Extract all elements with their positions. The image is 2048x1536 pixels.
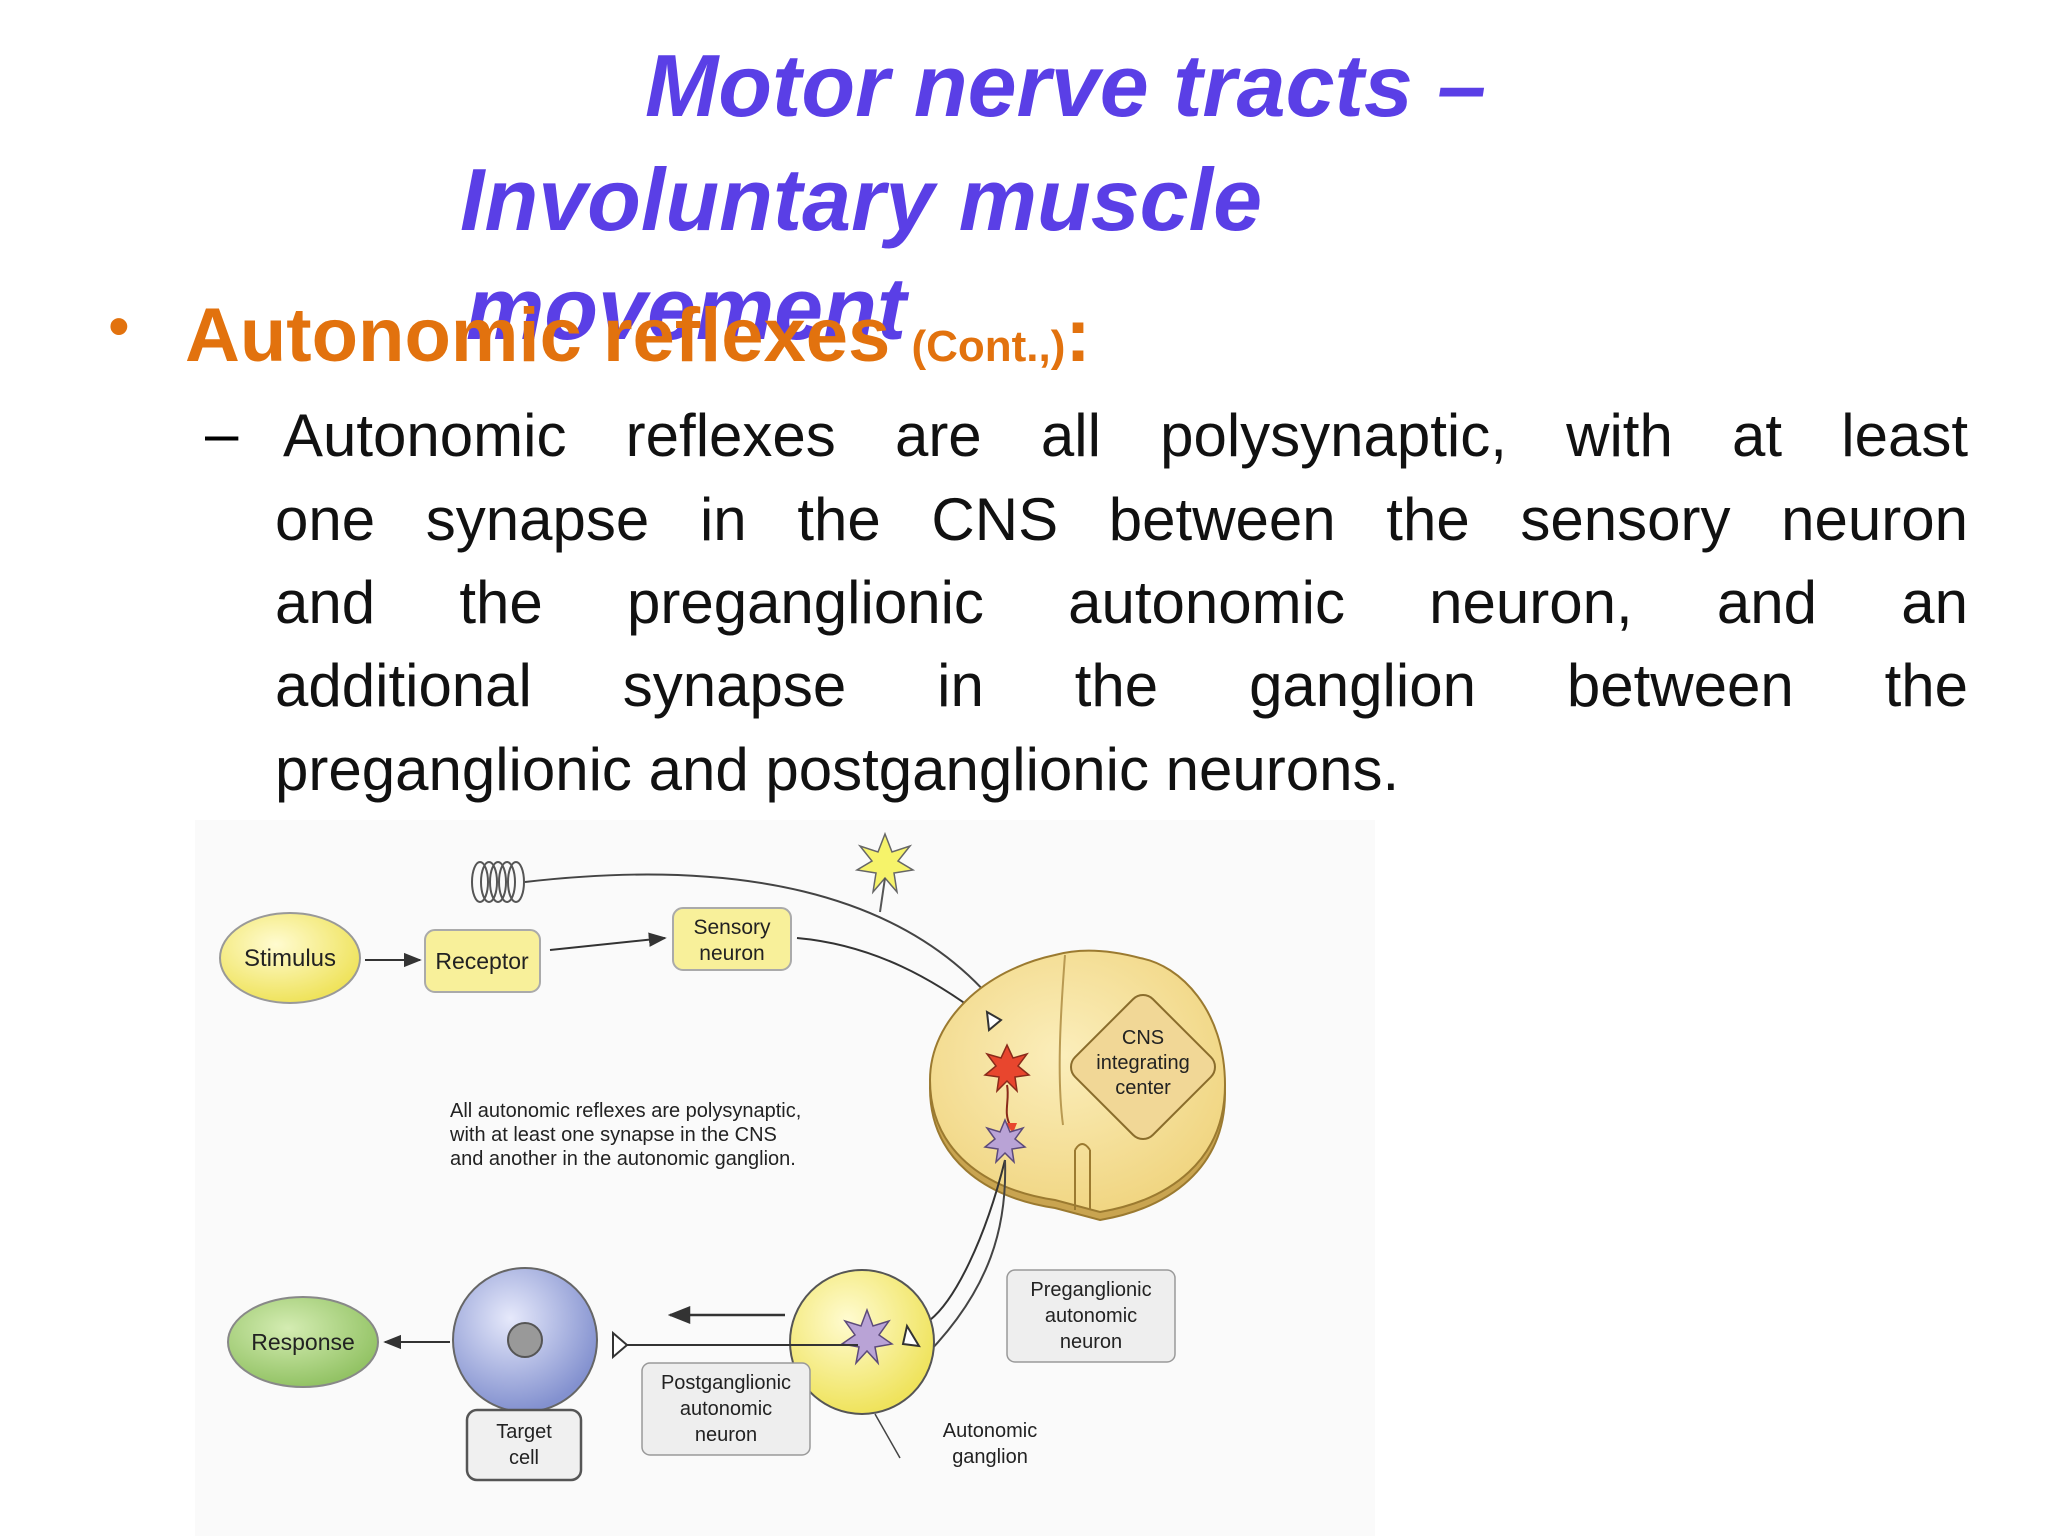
diagram-note: All autonomic reflexes are polysynaptic,…	[449, 1100, 801, 1170]
stimulus-starburst-icon	[854, 831, 916, 913]
heading-text: Autonomic reflexes	[185, 293, 891, 378]
stimulus-label: Stimulus	[244, 945, 336, 972]
cns-label-3: center	[1115, 1077, 1171, 1099]
paragraph-line-3: and the preganglionic autonomic neuron, …	[275, 569, 1968, 636]
note-line-1: All autonomic reflexes are polysynaptic,	[450, 1100, 801, 1122]
receptor-node: Receptor	[424, 929, 541, 993]
bullet-heading: Autonomic reflexes (Cont.,):	[185, 298, 1091, 374]
postganglionic-label-2: autonomic	[680, 1398, 772, 1420]
target-cell-label-2: cell	[509, 1447, 539, 1469]
receptor-label: Receptor	[435, 948, 529, 974]
preganglionic-label-2: autonomic	[1045, 1305, 1137, 1327]
bullet-symbol: •	[108, 292, 130, 361]
postganglionic-label-3: neuron	[695, 1424, 757, 1446]
sensory-neuron-label-2: neuron	[699, 942, 764, 965]
target-cell-label-box: Target cell	[465, 1408, 583, 1482]
reflex-diagram: Stimulus Receptor Sensory neuron CNS int…	[195, 820, 1375, 1536]
title-line-3: movement	[466, 259, 907, 358]
response-node: Response	[227, 1296, 379, 1388]
note-line-2: with at least one synapse in the CNS	[449, 1124, 777, 1146]
heading-note: (Cont.,)	[911, 322, 1066, 371]
title-line-2: Involuntary muscle	[460, 150, 1263, 249]
paragraph-line-1: Autonomic reflexes are all polysynaptic,…	[283, 402, 1968, 469]
autonomic-ganglion-label: Autonomic ganglion	[874, 1413, 1038, 1468]
paragraph-line-4: additional synapse in the ganglion betwe…	[275, 652, 1968, 719]
preganglionic-label-1: Preganglionic	[1030, 1279, 1151, 1301]
autonomic-ganglion	[789, 1269, 935, 1415]
sensory-neuron-node: Sensory neuron	[672, 907, 792, 971]
cns-integrating-center: CNS integrating center	[1070, 994, 1216, 1140]
preganglionic-cell-body-icon	[983, 1118, 1027, 1165]
postganglionic-label-box: Postganglionic autonomic neuron	[641, 1362, 811, 1456]
heading-colon: :	[1065, 293, 1091, 378]
postganglionic-label-1: Postganglionic	[661, 1372, 791, 1394]
sub-bullet-dash: –	[205, 400, 239, 467]
paragraph-line-5: preganglionic and postganglionic neurons…	[275, 736, 1400, 803]
ganglion-label-1: Autonomic	[943, 1420, 1038, 1442]
paragraph-line-2: one synapse in the CNS between the senso…	[275, 486, 1968, 553]
target-cell-label-1: Target	[496, 1421, 552, 1443]
target-cell	[452, 1267, 598, 1413]
preganglionic-label-box: Preganglionic autonomic neuron	[1006, 1269, 1176, 1363]
receptor-coil-icon	[471, 861, 525, 903]
cns-label-2: integrating	[1096, 1052, 1189, 1074]
cns-label-1: CNS	[1122, 1027, 1164, 1049]
stimulus-node: Stimulus	[219, 912, 361, 1004]
ganglion-label-2: ganglion	[952, 1446, 1028, 1468]
note-line-3: and another in the autonomic ganglion.	[450, 1148, 796, 1170]
response-label: Response	[251, 1329, 355, 1355]
sensory-neuron-label-1: Sensory	[693, 916, 771, 939]
preganglionic-label-3: neuron	[1060, 1331, 1122, 1353]
title-line-1: Motor nerve tracts –	[645, 36, 1487, 135]
